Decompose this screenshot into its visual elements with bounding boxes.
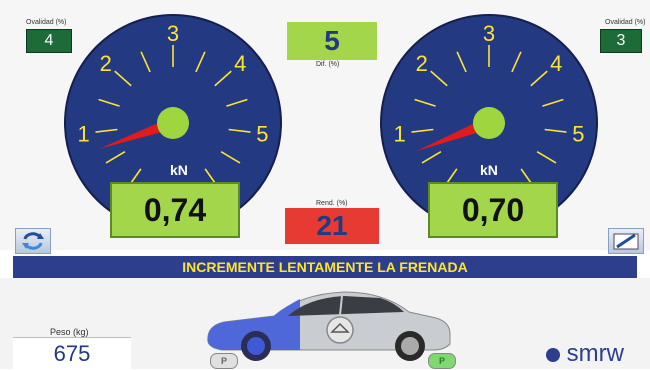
efficiency-label: Rend. (%) xyxy=(316,200,348,207)
difference-value: 5 xyxy=(287,22,377,60)
left-gauge-tick-label: 5 xyxy=(256,121,268,146)
car-icon xyxy=(204,282,454,362)
right-force-value: 0,70 xyxy=(428,182,558,238)
left-gauge-hub xyxy=(157,107,189,139)
efficiency-value: 21 xyxy=(285,208,379,244)
difference-label: Dif. (%) xyxy=(316,61,339,68)
left-gauge-tick-label: 3 xyxy=(167,21,179,46)
left-gauge-unit: kN xyxy=(170,162,188,178)
edit-button[interactable] xyxy=(608,228,644,254)
refresh-icon xyxy=(16,229,50,253)
right-ovality-label: Ovalidad (%) xyxy=(605,19,645,26)
right-gauge-hub xyxy=(473,107,505,139)
right-gauge-unit: kN xyxy=(480,162,498,178)
right-gauge-tick-label: 3 xyxy=(483,21,495,46)
brand-logo: smrw xyxy=(546,340,624,368)
left-gauge-tick-label: 1 xyxy=(77,121,89,146)
right-ovality-value: 3 xyxy=(600,29,642,53)
instruction-banner: INCREMENTE LENTAMENTE LA FRENADA xyxy=(13,256,637,278)
logo-mark-icon xyxy=(546,348,560,362)
refresh-button[interactable] xyxy=(15,228,51,254)
right-gauge-tick-label: 5 xyxy=(572,121,584,146)
right-gauge-tick-label: 2 xyxy=(416,51,428,76)
left-parking-indicator: P xyxy=(210,353,238,369)
logo-text: smrw xyxy=(567,340,624,367)
weight-label: Peso (kg) xyxy=(50,327,89,337)
weight-value: 675 xyxy=(13,337,131,370)
left-force-value: 0,74 xyxy=(110,182,240,238)
right-gauge-tick-label: 4 xyxy=(550,51,562,76)
left-ovality-label: Ovalidad (%) xyxy=(26,19,66,26)
right-gauge-tick-label: 1 xyxy=(393,121,405,146)
left-gauge-tick-label: 4 xyxy=(234,51,246,76)
left-gauge-tick-label: 2 xyxy=(100,51,112,76)
right-parking-indicator: P xyxy=(428,353,456,369)
pen-icon xyxy=(609,229,643,253)
